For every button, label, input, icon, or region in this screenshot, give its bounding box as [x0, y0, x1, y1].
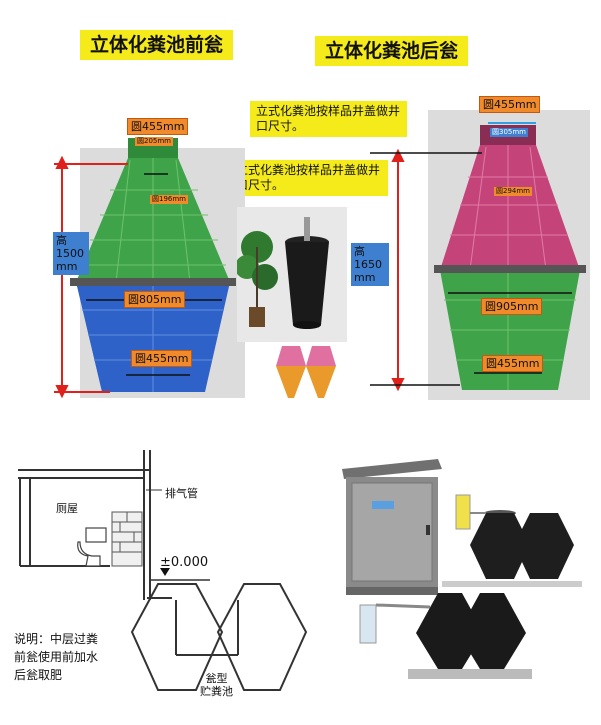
installation-illustration — [342, 459, 582, 679]
septic-tank-icon — [285, 217, 329, 329]
storage-tank-label: 瓮型 贮粪池 — [200, 672, 233, 698]
rear-inner-top-label: 圆305mm — [490, 128, 528, 137]
rear-top-diameter-label: 圆455mm — [479, 96, 541, 113]
note-well-cover-1: 立式化粪池按样品井盖做井口尺寸。 — [250, 101, 407, 137]
rear-tank-illustration — [370, 122, 586, 392]
rear-height-label: 高 1650 mm — [351, 243, 389, 286]
storage-tank-label-line1: 瓮型 — [205, 672, 228, 685]
section-note: 说明：中层过粪 前瓮使用前加水 后瓮取肥 — [14, 630, 98, 684]
front-inner-top-label: 圆205mm — [135, 137, 173, 146]
plant-icon — [237, 231, 278, 327]
note-well-cover-2: 立式化粪池按样品井盖做井口尺寸。 — [230, 160, 388, 196]
front-height-label: 高 1500 mm — [53, 232, 89, 275]
toilet-room-label: 厕屋 — [56, 502, 78, 515]
rear-bottom-label: 圆455mm — [482, 355, 544, 372]
ground-level-label: ±0.000 — [160, 555, 209, 570]
section-note-line2: 前瓮使用前加水 — [14, 650, 99, 664]
rear-neck-label: 圆294mm — [494, 187, 532, 196]
tank-photo-illustration — [237, 217, 329, 329]
vent-pipe-label: 排气管 — [165, 487, 198, 500]
section-note-line3: 后瓮取肥 — [14, 668, 63, 682]
front-neck-label: 圆196mm — [150, 195, 188, 204]
mini-tanks-icon — [276, 346, 336, 398]
cabin-icon — [342, 459, 442, 595]
front-top-diameter-label: 圆455mm — [127, 118, 189, 135]
title-front-tank: 立体化粪池前瓮 — [80, 30, 234, 60]
toilet-icon — [77, 527, 107, 567]
section-diagram — [18, 450, 308, 691]
front-bottom-label: 圆455mm — [131, 350, 193, 367]
title-rear-tank: 立体化粪池后瓮 — [315, 36, 469, 66]
storage-tank-label-line2: 贮粪池 — [200, 685, 233, 698]
front-middle-label: 圆805mm — [124, 291, 186, 308]
section-note-line1: 说明：中层过粪 — [14, 632, 99, 646]
brick-wall — [111, 511, 143, 567]
rear-middle-label: 圆905mm — [481, 298, 543, 315]
